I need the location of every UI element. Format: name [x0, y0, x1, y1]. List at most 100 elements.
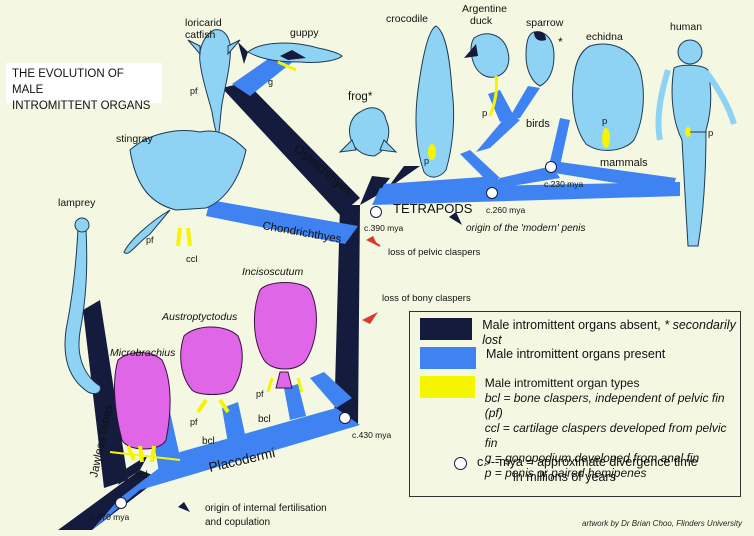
label-lamprey: lamprey	[58, 197, 96, 209]
human-branch	[548, 162, 676, 192]
node-470	[115, 497, 127, 509]
legend-present: Male intromittent organs present	[420, 347, 665, 369]
legend-type-p: p = penis or paired hemipenes	[484, 466, 647, 480]
legend-absent-note: * secondarily lost	[482, 318, 736, 347]
stingray-icon	[123, 130, 247, 254]
label-duck-1: Argentine	[462, 3, 507, 15]
label-microbrachius: Microbrachius	[110, 347, 176, 359]
swatch-present	[420, 347, 476, 369]
clade-tetrapods: TETRAPODS	[393, 201, 473, 216]
echidna-icon	[572, 43, 644, 151]
croc-branch	[460, 150, 500, 182]
legend-time-1: c.---mya = approximate divergence time	[477, 455, 698, 469]
argentine-duck-icon	[464, 33, 510, 117]
label-g: g	[268, 77, 273, 87]
tetrapod-branch	[378, 176, 506, 198]
node-marker-icon	[454, 457, 467, 470]
incisoscutum-icon	[253, 282, 317, 393]
lamprey-icon	[64, 217, 101, 395]
label-p-echidna: p	[602, 116, 607, 127]
loricarid-catfish-icon	[187, 29, 241, 137]
bird-stem	[476, 114, 520, 152]
date-470: c.470 mya	[90, 512, 129, 522]
legend-present-text: Male intromittent organs present	[486, 347, 666, 361]
label-echidna: echidna	[586, 31, 623, 43]
label-pf-austro: pf	[190, 417, 198, 427]
trunk-branch	[334, 205, 360, 425]
label-sparrow-star: *	[558, 35, 563, 49]
label-pf-stingray: pf	[146, 235, 154, 245]
lamprey-branch	[83, 300, 128, 488]
root-branch	[58, 470, 160, 530]
label-human: human	[670, 21, 702, 33]
legend: Male intromittent organs absent, * secon…	[409, 311, 741, 497]
frog-branch	[360, 176, 390, 205]
legend-absent: Male intromittent organs absent, * secon…	[420, 318, 740, 348]
mammal-stem	[488, 166, 560, 190]
crocodile-icon	[415, 25, 455, 178]
legend-type-bcl: bcl = bone claspers, independent of pelv…	[484, 391, 725, 420]
clade-birds: birds	[526, 118, 550, 130]
legend-types-head: Male intromittent organ types	[484, 376, 640, 390]
label-sparrow: sparrow	[526, 17, 564, 29]
event-fertil-2: and copulation	[205, 517, 270, 528]
osteichthyes-branch	[222, 82, 360, 215]
page-title: THE EVOLUTION OF MALE INTROMITTENT ORGAN…	[6, 63, 162, 112]
incis-branch	[284, 384, 306, 420]
label-loricarid-1: loricarid	[185, 17, 222, 29]
legend-type-ccl: ccl = cartilage claspers developed from …	[484, 421, 727, 450]
swatch-types	[420, 376, 475, 398]
placodermi-branch	[92, 408, 360, 530]
chondrichthyes-branch	[206, 200, 358, 244]
label-ccl: ccl	[186, 254, 198, 265]
legend-time-2: in millions of years	[513, 470, 616, 484]
austro-branch	[222, 402, 248, 455]
austroptyctodus-icon	[180, 326, 243, 414]
event-fertil-1: origin of internal fertilisation	[205, 503, 327, 514]
label-pf-catfish: pf	[190, 86, 198, 96]
title-line-1: THE EVOLUTION OF MALE	[12, 68, 124, 96]
event-arrows	[178, 212, 462, 512]
sparrow-branch	[508, 86, 540, 120]
frog-icon	[338, 107, 398, 157]
label-bcl-austro: bcl	[202, 436, 215, 447]
label-bcl-micro: bcl	[135, 470, 148, 481]
date-390: c.390 mya	[364, 223, 403, 233]
incis-stem	[310, 372, 352, 408]
artwork-credit: artwork by Dr Brian Choo, Flinders Unive…	[582, 519, 743, 528]
guppy-icon	[238, 42, 343, 72]
sparrow-icon	[525, 31, 555, 87]
label-loricarid-2: catfish	[185, 29, 216, 41]
date-260: c.260 mya	[486, 205, 525, 215]
legend-type-g: g = gonopodium developed from anal fin	[484, 451, 700, 465]
jawless-stem	[118, 455, 148, 485]
event-penis: origin of the 'modern' penis	[466, 223, 585, 234]
node-230	[545, 161, 557, 173]
label-crocodile: crocodile	[386, 13, 428, 25]
title-line-2: INTROMITTENT ORGANS	[12, 100, 151, 112]
legend-types: Male intromittent organ types bcl = bone…	[420, 376, 740, 481]
node-430	[339, 412, 351, 424]
label-duck-2: duck	[470, 15, 493, 27]
label-frog: frog*	[348, 91, 373, 103]
label-austroptyctodus: Austroptyctodus	[161, 311, 238, 323]
node-markers	[115, 161, 557, 509]
legend-time: c.---mya = approximate divergence time i…	[454, 455, 698, 485]
echidna-branch	[548, 118, 570, 170]
label-bcl-incis: bcl	[258, 414, 271, 425]
date-230: c.230 mya	[544, 179, 583, 189]
label-stingray: stingray	[116, 133, 154, 145]
label-pf-incis: pf	[256, 389, 264, 399]
microbrachius-icon	[109, 352, 181, 463]
label-p-croc: p	[424, 156, 429, 166]
label-guppy: guppy	[290, 27, 319, 39]
date-430: c.430 mya	[352, 430, 391, 440]
event-bony: loss of bony claspers	[382, 293, 471, 304]
node-390	[370, 206, 382, 218]
label-p-duck: p	[482, 108, 487, 119]
label-p-human: p	[708, 128, 713, 139]
legend-absent-text: Male intromittent organs absent,	[482, 318, 665, 332]
node-260	[486, 187, 498, 199]
